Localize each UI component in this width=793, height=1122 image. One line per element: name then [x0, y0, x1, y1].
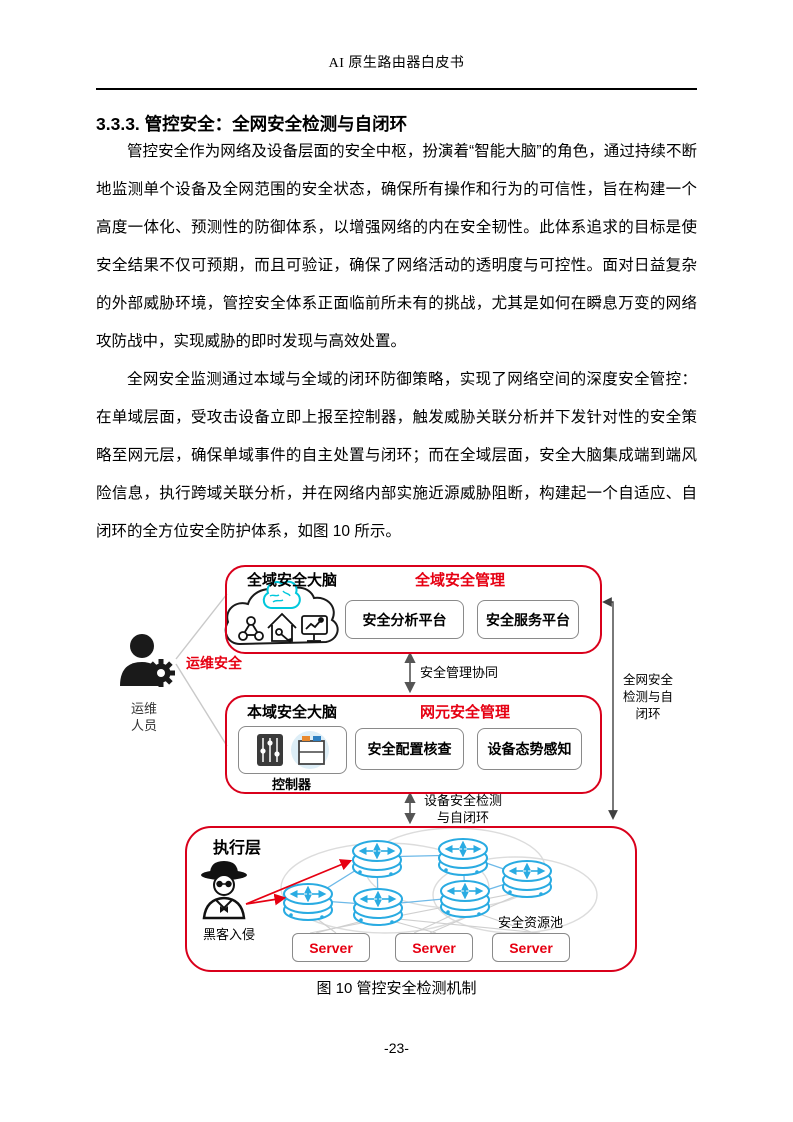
posture-awareness-box: 设备态势感知: [477, 728, 582, 770]
service-platform-box: 安全服务平台: [477, 600, 579, 639]
ne-security-mgmt-label: 网元安全管理: [420, 704, 511, 721]
server-box: Server: [492, 933, 570, 962]
config-check-box: 安全配置核查: [355, 728, 464, 770]
exec-layer-box: [185, 826, 637, 972]
house-tools-icon: [267, 612, 297, 644]
hacker-icon: [201, 861, 247, 920]
exec-layer-title: 执行层: [213, 840, 262, 857]
security-pool-label: 安全资源池: [498, 915, 564, 930]
figure-10: 全域安全大脑 全域安全管理 安全分析平台 安全服务平台 运维安全 运维 人员 安…: [0, 560, 793, 975]
global-brain-box: [225, 565, 602, 654]
server-box: Server: [292, 933, 370, 962]
hacker-label: 黑客入侵: [202, 927, 255, 942]
sliders-icon: [256, 734, 283, 766]
controller-box: [238, 726, 347, 774]
monitor-icon: [301, 615, 328, 642]
network-icon: [238, 616, 264, 641]
figure-caption: 图 10 管控安全检测机制: [316, 980, 477, 997]
storage-icon: [297, 736, 325, 765]
person-gear-icon: [120, 634, 175, 687]
section-heading: 3.3.3. 管控安全：全网安全检测与自闭环: [96, 113, 408, 134]
analysis-platform-box: 安全分析平台: [345, 600, 464, 639]
figure-graphics: [120, 580, 618, 934]
network-loop-label: 全网安全 检测与自 闭环: [622, 673, 673, 721]
ops-connector-lines: [175, 593, 228, 747]
cloud-brain-icon: [224, 580, 339, 646]
coordination-label: 安全管理协同: [420, 665, 499, 680]
controller-icons: [256, 731, 329, 769]
ops-person-label: 运维 人员: [130, 701, 157, 733]
page-number: -23-: [384, 1040, 409, 1056]
global-brain-title: 全域安全大脑: [247, 572, 338, 589]
brain-icon: [262, 580, 301, 609]
paragraph-2: 全网安全监测通过本域与全域的闭环防御策略，实现了网络空间的深度安全管控：在单域层…: [96, 371, 697, 540]
device-loop-label: 设备安全检测 与自闭环: [424, 793, 503, 825]
network-loop-arrow: [602, 597, 618, 820]
header-rule: [96, 88, 697, 90]
local-brain-title: 本域安全大脑: [247, 704, 338, 721]
page-header: AI 原生路由器白皮书: [328, 56, 465, 71]
controller-label: 控制器: [271, 777, 311, 792]
paragraph-1: 管控安全作为网络及设备层面的安全中枢，扮演着“智能大脑”的角色，通过持续不断地监…: [96, 143, 697, 350]
local-brain-box: [225, 695, 602, 794]
server-box: Server: [395, 933, 473, 962]
body-text: 管控安全作为网络及设备层面的安全中枢，扮演着“智能大脑”的角色，通过持续不断地监…: [96, 133, 697, 551]
attack-arrows: [245, 859, 353, 906]
ops-security-label: 运维安全: [186, 655, 242, 671]
global-security-mgmt-label: 全域安全管理: [415, 572, 506, 589]
